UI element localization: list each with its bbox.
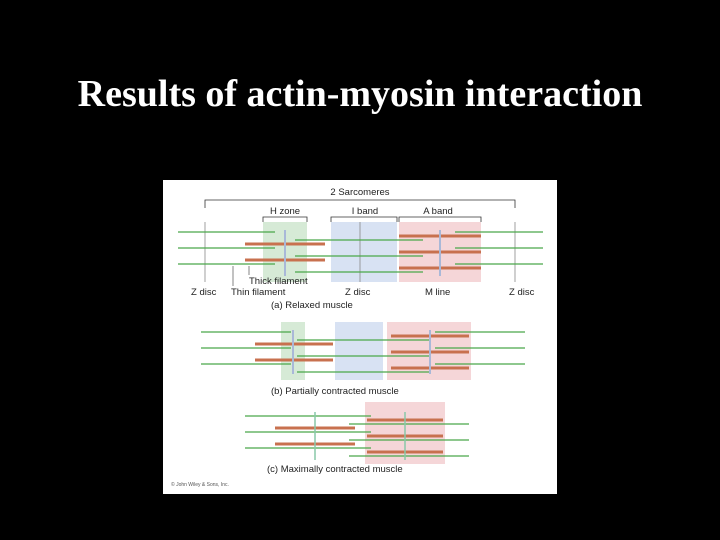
z-disc-label-mid: Z disc — [345, 287, 371, 298]
caption-maximally-contracted: (c) Maximally contracted muscle — [267, 464, 403, 475]
m-line-label: M line — [425, 287, 450, 298]
h-zone-label: H zone — [270, 206, 300, 217]
z-disc-label-left: Z disc — [191, 287, 217, 298]
i-band-label: I band — [352, 206, 378, 217]
thick-filament-label: Thick filament — [249, 276, 308, 287]
sarcomere-diagram: 2 Sarcomeres H zone I band A band Thick … — [171, 187, 543, 488]
z-disc-label-right: Z disc — [509, 287, 535, 298]
sarcomere-figure: 2 Sarcomeres H zone I band A band Thick … — [163, 180, 557, 494]
two-sarcomeres-label: 2 Sarcomeres — [330, 187, 389, 198]
caption-partially-contracted: (b) Partially contracted muscle — [271, 386, 399, 397]
caption-relaxed: (a) Relaxed muscle — [271, 300, 353, 311]
panel-partially-contracted — [201, 322, 525, 380]
a-band-bracket — [398, 216, 482, 222]
thin-filaments — [201, 331, 525, 373]
h-zone-bracket — [262, 216, 308, 222]
copyright-note: © John Wiley & Sons, Inc. — [171, 481, 229, 488]
thin-filaments — [178, 231, 543, 273]
thin-filaments — [245, 415, 469, 457]
panel-maximally-contracted — [245, 402, 469, 464]
panel-relaxed — [178, 222, 543, 282]
i-band-shade — [335, 322, 383, 380]
two-sarcomeres-bracket — [204, 199, 516, 208]
i-band-bracket — [330, 216, 398, 222]
thin-filament-label: Thin filament — [231, 287, 286, 298]
i-band-shade — [331, 222, 397, 282]
a-band-label: A band — [423, 206, 453, 217]
slide-title: Results of actin-myosin interaction — [77, 73, 643, 115]
